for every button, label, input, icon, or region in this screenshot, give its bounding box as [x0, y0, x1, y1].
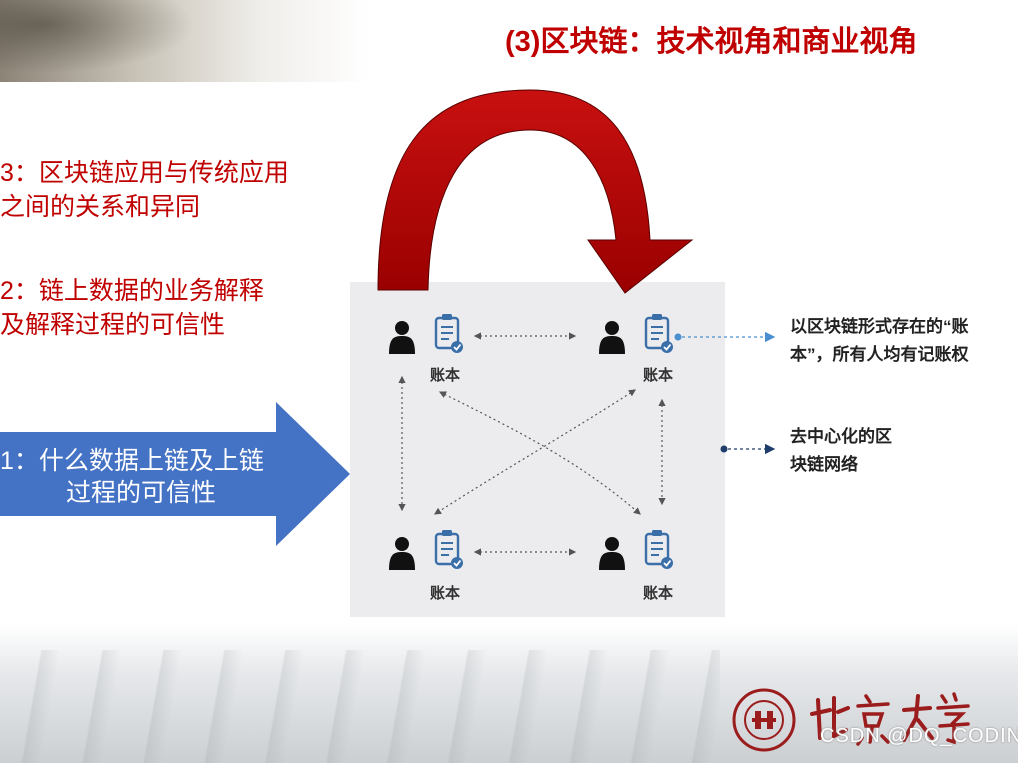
- node-bottom-left: [389, 528, 465, 571]
- point-1: 1：什么数据上链及上链 过程的可信性: [0, 445, 320, 509]
- ledger-icon: [644, 528, 675, 571]
- point-2: 2：链上数据的业务解释 及解释过程的可信性: [0, 274, 264, 342]
- point-3: 3：区块链应用与传统应用 之间的关系和异同: [0, 156, 289, 224]
- blockchain-network-diagram: [389, 312, 675, 571]
- note-network-line1: 去中心化的区: [790, 427, 892, 446]
- ledger-label-top-right: 账本: [643, 367, 674, 384]
- point-2-line1: 2：链上数据的业务解释: [0, 277, 264, 305]
- node-bottom-right: [599, 528, 675, 571]
- note-network-line2: 块链网络: [790, 455, 858, 474]
- link-diagonal-2: [433, 389, 637, 515]
- university-name-calligraphy: [810, 692, 970, 746]
- ledger-label-bottom-right: 账本: [643, 585, 674, 602]
- person-icon: [599, 537, 625, 570]
- person-icon: [389, 321, 415, 354]
- point-1-line2: 过程的可信性: [66, 479, 217, 507]
- note-ledger: 以区块链形式存在的“账 本”，所有人均有记账权: [790, 313, 969, 369]
- ledger-label-bottom-left: 账本: [430, 585, 461, 602]
- note-ledger-line2: 本”，所有人均有记账权: [790, 345, 969, 364]
- watermark-text: CSDN @DQ_CODING: [820, 725, 1018, 747]
- note-ledger-line1: 以区块链形式存在的“账: [790, 317, 969, 336]
- ledger-icon: [644, 312, 675, 355]
- person-icon: [389, 537, 415, 570]
- point-3-line1: 3：区块链应用与传统应用: [0, 159, 289, 187]
- point-3-line2: 之间的关系和异同: [0, 193, 201, 221]
- university-seal-logo: [732, 688, 796, 752]
- ledger-label-top-left: 账本: [430, 367, 461, 384]
- slide-title: (3)区块链：技术视角和商业视角: [505, 26, 918, 58]
- header-background-photo-detail: [0, 0, 220, 82]
- link-diagonal-1: [438, 391, 641, 515]
- node-top-right: [599, 312, 675, 355]
- blue-right-arrow: [0, 402, 350, 546]
- footer-background-texture: [0, 650, 720, 763]
- point-2-line2: 及解释过程的可信性: [0, 311, 226, 339]
- person-icon: [599, 321, 625, 354]
- annotation-arrows: [674, 331, 776, 455]
- note-network: 去中心化的区 块链网络: [790, 423, 892, 479]
- footer-background-photo: [0, 625, 1018, 763]
- point-1-line1: 1：什么数据上链及上链: [0, 447, 264, 475]
- ledger-icon: [434, 528, 465, 571]
- node-top-left: [389, 312, 465, 355]
- curved-red-arrow: [377, 89, 694, 294]
- ledger-icon: [434, 312, 465, 355]
